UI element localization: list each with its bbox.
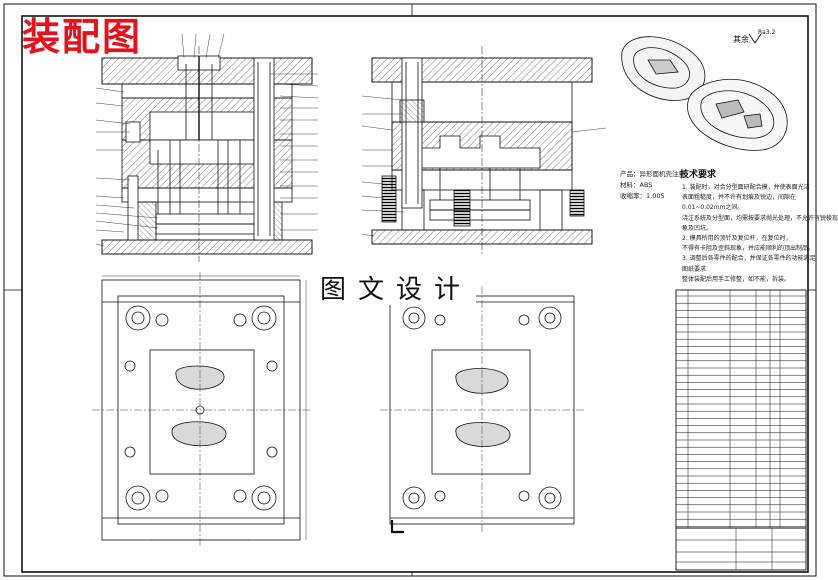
tech-requirement-line: 表面粗糙度，并不许有划痕及锐边，间隙在: [682, 194, 797, 202]
product-shrinkage: 收缩率：1.005: [620, 192, 665, 200]
tech-requirements-title: 技术要求: [680, 170, 717, 180]
product-name: 产品：异形面机壳注塑: [620, 170, 685, 178]
roughness-symbol-icon: [748, 33, 762, 44]
drawing-frame: [3, 3, 817, 577]
assembly-drawing-sheet: [3, 3, 817, 577]
tech-requirement-line: 1. 装配时，对合分型面研配合模，并使表面光洁: [682, 184, 810, 191]
roughness-value: Ra3.2: [758, 29, 776, 36]
plan-view-fixed-half: [380, 286, 584, 534]
bill-of-materials-table: [675, 289, 807, 571]
tech-requirement-line: 象及凹坑。: [682, 224, 713, 232]
product-material: 材料：ABS: [620, 181, 653, 189]
tech-requirement-line: 浇注系统及分型面，均需按要求抛光处理，不允许有锐棱现: [682, 214, 838, 222]
tech-requirement-line: 整体装配后用手工修整，如不能，拆装。: [682, 275, 791, 283]
tech-requirement-line: 图纸要求: [682, 265, 707, 273]
section-view-side: [361, 46, 607, 256]
page-title: 装配图: [22, 14, 143, 59]
tech-requirement-line: 2. 模具所用的顶针及复位杆，在复位时，: [682, 235, 792, 242]
plan-view-moving-half: [92, 272, 310, 548]
tech-requirement-line: 0.01~0.02mm之间。: [682, 204, 744, 212]
tech-requirement-line: 3. 调整后各零件的配合，并保证各零件的功能满足: [682, 255, 816, 263]
section-view-front: [95, 33, 319, 262]
tech-requirement-line: 不得有卡阻及歪斜现象，并应能顺利的顶出制品。: [682, 245, 815, 253]
roughness-label: 其余: [733, 35, 749, 44]
part-isometric-view: [621, 36, 788, 151]
watermark-text: 图文设计: [316, 276, 477, 305]
